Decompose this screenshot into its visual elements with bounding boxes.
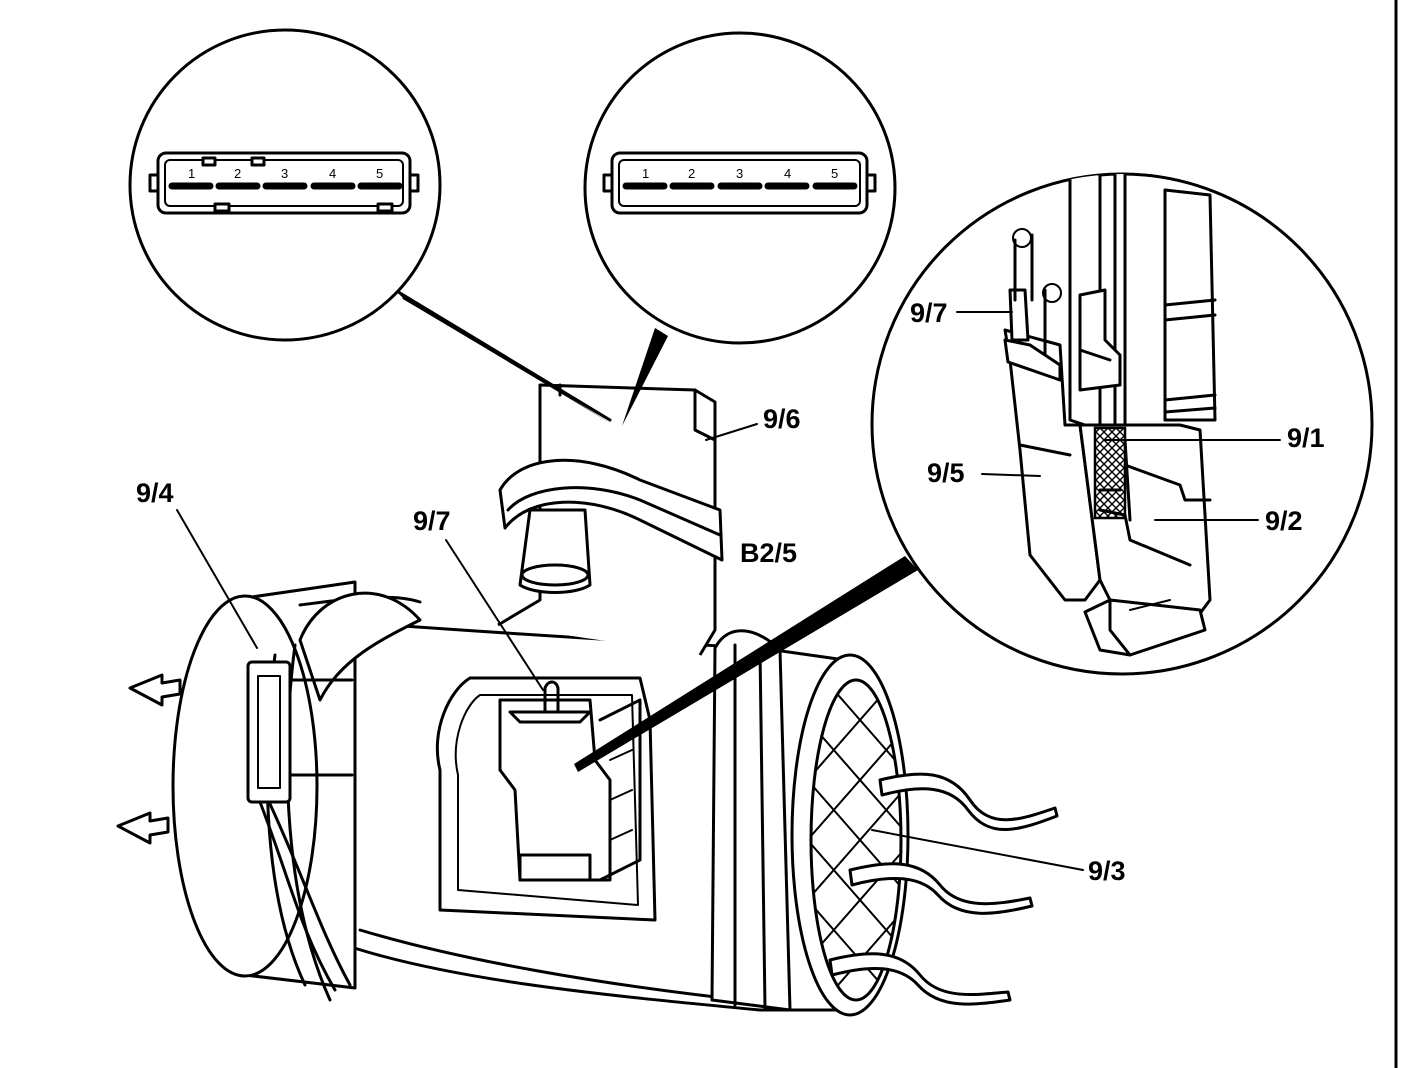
pin-label: 5 <box>376 166 383 181</box>
connector-detail-left: 1 2 3 4 5 <box>128 28 612 424</box>
airflow-arrow-lower <box>116 811 170 845</box>
connector-detail-right: 1 2 3 4 5 <box>583 31 897 426</box>
sensor-window <box>435 676 657 922</box>
sensor-housing <box>116 580 1059 1017</box>
pin-label: 2 <box>234 166 241 181</box>
label-b2-5: B2/5 <box>740 538 797 568</box>
sensor-element-detail <box>574 172 1374 772</box>
pin-label: 1 <box>642 166 649 181</box>
pin-label: 1 <box>188 166 195 181</box>
outlet-ring <box>710 629 910 1017</box>
label-9-3: 9/3 <box>1088 856 1126 886</box>
airflow-wires <box>828 772 1059 1006</box>
label-9-4: 9/4 <box>136 478 174 508</box>
label-9-7-detail: 9/7 <box>910 298 948 328</box>
pin-label: 4 <box>784 166 791 181</box>
connector-b2-5 <box>497 383 724 656</box>
label-9-7-main: 9/7 <box>413 506 451 536</box>
label-9-1: 9/1 <box>1287 423 1325 453</box>
pin-label: 2 <box>688 166 695 181</box>
clamp-ring-left <box>246 591 422 1002</box>
pin-label: 4 <box>329 166 336 181</box>
label-9-6: 9/6 <box>763 404 801 434</box>
pin-label: 5 <box>831 166 838 181</box>
label-9-2: 9/2 <box>1265 506 1303 536</box>
leader-lines <box>176 311 1281 871</box>
pin-label: 3 <box>736 166 743 181</box>
label-9-5: 9/5 <box>927 458 965 488</box>
pin-label: 3 <box>281 166 288 181</box>
airflow-arrow-upper <box>128 673 182 707</box>
